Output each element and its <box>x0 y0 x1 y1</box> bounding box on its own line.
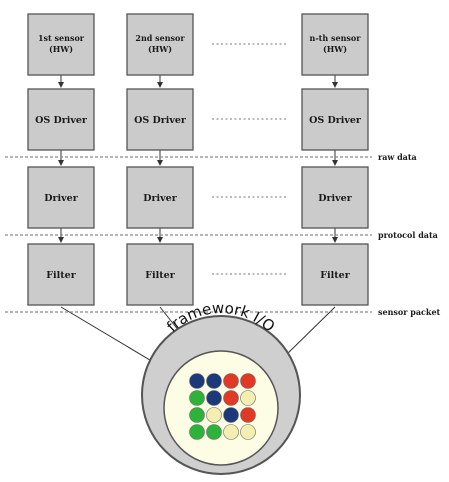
node-blue-0-0 <box>189 373 205 389</box>
driver-label-2: Driver <box>143 193 177 204</box>
os-driver-label-3: OS Driver <box>309 115 362 126</box>
driver-box-1: Driver <box>27 166 95 229</box>
node-green-3-1 <box>206 424 222 440</box>
filter-label-3: Filter <box>320 270 350 281</box>
driver-box-2: Driver <box>126 166 194 229</box>
driver-box-3: Driver <box>301 166 369 229</box>
sensor-hw-label-3: n-th sensor <box>310 33 362 43</box>
node-green-2-0 <box>189 407 205 423</box>
node-green-1-0 <box>189 390 205 406</box>
node-yellow-3-2 <box>223 424 239 440</box>
sensor-hw-sublabel-3: (HW) <box>323 44 347 54</box>
node-blue-0-1 <box>206 373 222 389</box>
os-driver-label-1: OS Driver <box>35 115 88 126</box>
node-yellow-3-3 <box>240 424 256 440</box>
driver-label-1: Driver <box>44 193 78 204</box>
sensor-hw-sublabel-2: (HW) <box>148 44 172 54</box>
filter-box-1: Filter <box>27 243 95 306</box>
filter-box-3: Filter <box>301 243 369 306</box>
node-grid <box>189 373 256 440</box>
os-driver-box-2: OS Driver <box>126 88 194 151</box>
sensor-hw-box-3: n-th sensor (HW) <box>301 13 369 76</box>
node-green-3-0 <box>189 424 205 440</box>
filter-label-1: Filter <box>46 270 76 281</box>
protocol-data-label: protocol data <box>378 230 438 240</box>
framework-io: framework I/O <box>141 299 301 475</box>
filter-box-2: Filter <box>126 243 194 306</box>
sensor-packet-label: sensor packet <box>378 307 441 317</box>
node-red-0-3 <box>240 373 256 389</box>
os-driver-box-3: OS Driver <box>301 88 369 151</box>
sensor-hw-sublabel-1: (HW) <box>49 44 73 54</box>
node-yellow-2-1 <box>206 407 222 423</box>
driver-label-3: Driver <box>318 193 352 204</box>
sensor-hw-label-1: 1st sensor <box>38 33 85 43</box>
node-red-1-2 <box>223 390 239 406</box>
raw-data-label: raw data <box>378 152 417 162</box>
node-blue-1-1 <box>206 390 222 406</box>
node-blue-2-2 <box>223 407 239 423</box>
arrow-filter-framework-3 <box>282 306 336 359</box>
os-driver-box-1: OS Driver <box>27 88 95 151</box>
filter-label-2: Filter <box>145 270 175 281</box>
sensor-hw-box-1: 1st sensor (HW) <box>27 13 95 76</box>
node-red-0-2 <box>223 373 239 389</box>
framework-inner-disc <box>163 350 279 466</box>
sensor-hw-label-2: 2nd sensor <box>135 33 185 43</box>
sensor-hw-box-2: 2nd sensor (HW) <box>126 13 194 76</box>
node-red-2-3 <box>240 407 256 423</box>
node-yellow-1-3 <box>240 390 256 406</box>
os-driver-label-2: OS Driver <box>134 115 187 126</box>
